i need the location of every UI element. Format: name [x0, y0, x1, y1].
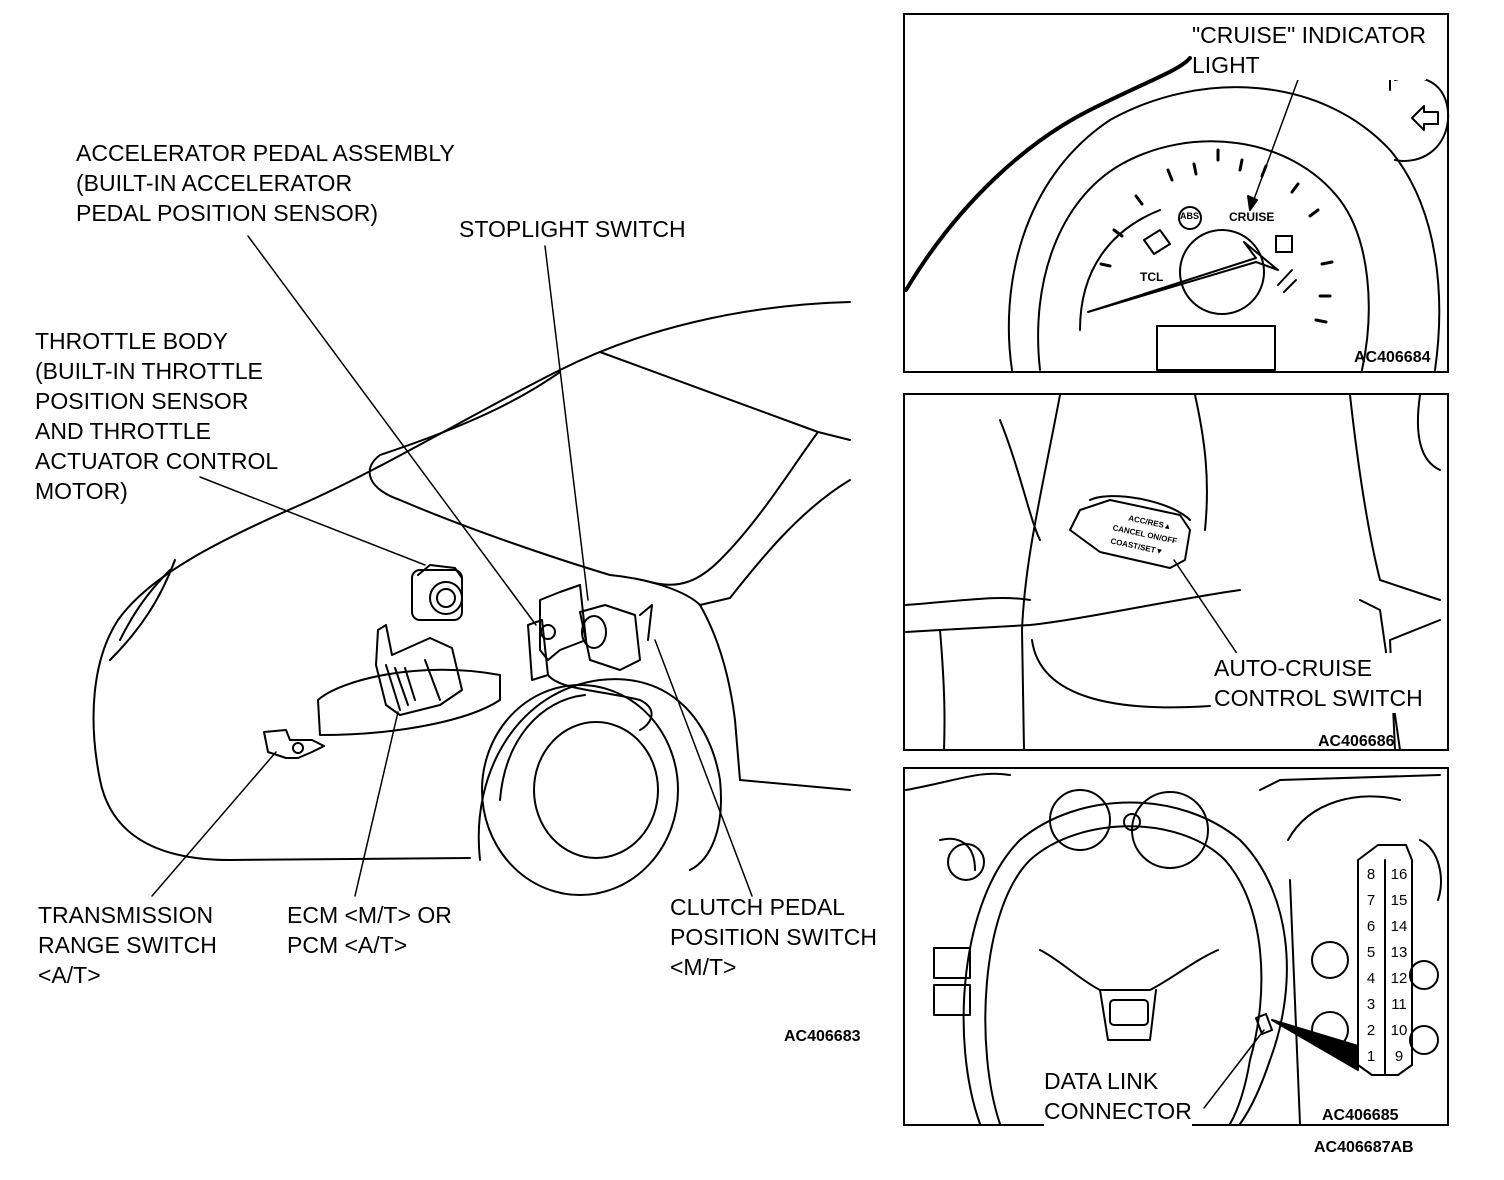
dlc-pin: 3: [1366, 996, 1376, 1013]
panel-switch: [903, 393, 1449, 751]
dlc-pin: 4: [1366, 970, 1376, 987]
cluster-illustration: [904, 56, 1450, 371]
ecm-part: [375, 624, 463, 716]
label-data-link-connector: DATA LINK CONNECTOR: [1044, 1066, 1192, 1126]
throttle-body-part: [411, 564, 463, 621]
dlc-pin-grid: 8 16 7 15 6 14 5 13 4 12 3 11 2 10 1 9: [1358, 860, 1412, 1070]
code-dash: AC406685: [1322, 1107, 1399, 1124]
dlc-pin: 9: [1394, 1048, 1404, 1065]
dlc-pin: 12: [1390, 970, 1408, 987]
code-switch: AC406686: [1318, 733, 1395, 750]
leader-lines: [151, 235, 753, 897]
label-transmission-range-switch: TRANSMISSION RANGE SWITCH <A/T>: [38, 902, 217, 988]
pedal-assembly-part: [527, 584, 653, 731]
panel-cluster: [903, 13, 1449, 373]
gauge-tcl-text: TCL: [1140, 270, 1164, 284]
label-clutch-pedal-switch: CLUTCH PEDAL POSITION SWITCH <M/T>: [670, 894, 877, 980]
gauge-cruise-text: CRUISE: [1229, 210, 1275, 224]
label-ecm-pcm: ECM <M/T> OR PCM <A/T>: [287, 902, 452, 958]
dlc-pin: 14: [1390, 918, 1408, 935]
code-main: AC406683: [784, 1028, 861, 1045]
gauge-abs-text: ABS: [1180, 211, 1200, 221]
transmission-switch-part: [263, 729, 325, 759]
dlc-pin: 6: [1366, 918, 1376, 935]
dlc-pin: 13: [1390, 944, 1408, 961]
dlc-pin: 11: [1391, 996, 1407, 1013]
code-cluster: AC406684: [1354, 349, 1431, 366]
car-body: [92, 301, 851, 871]
label-throttle-body: THROTTLE BODY (BUILT-IN THROTTLE POSITIO…: [35, 328, 279, 504]
dashboard-illustration: [905, 772, 1442, 1125]
dlc-pin: 7: [1366, 892, 1376, 909]
label-accelerator-pedal: ACCELERATOR PEDAL ASSEMBLY (BUILT-IN ACC…: [76, 140, 455, 226]
dlc-pin: 1: [1366, 1048, 1376, 1065]
label-cruise-indicator: "CRUISE" INDICATOR LIGHT: [1192, 20, 1426, 80]
label-stoplight-switch: STOPLIGHT SWITCH: [459, 216, 686, 242]
dlc-pin: 5: [1366, 944, 1376, 961]
dlc-pin: 2: [1366, 1022, 1376, 1039]
dlc-pin: 8: [1366, 866, 1376, 883]
dlc-pin: 10: [1390, 1022, 1408, 1039]
front-wheel: [481, 684, 679, 896]
dlc-pin: 16: [1390, 866, 1408, 883]
label-auto-cruise-switch: AUTO-CRUISE CONTROL SWITCH: [1214, 653, 1423, 713]
switch-illustration: [905, 394, 1441, 751]
code-overall: AC406687AB: [1314, 1139, 1414, 1156]
dlc-pin: 15: [1390, 892, 1408, 909]
